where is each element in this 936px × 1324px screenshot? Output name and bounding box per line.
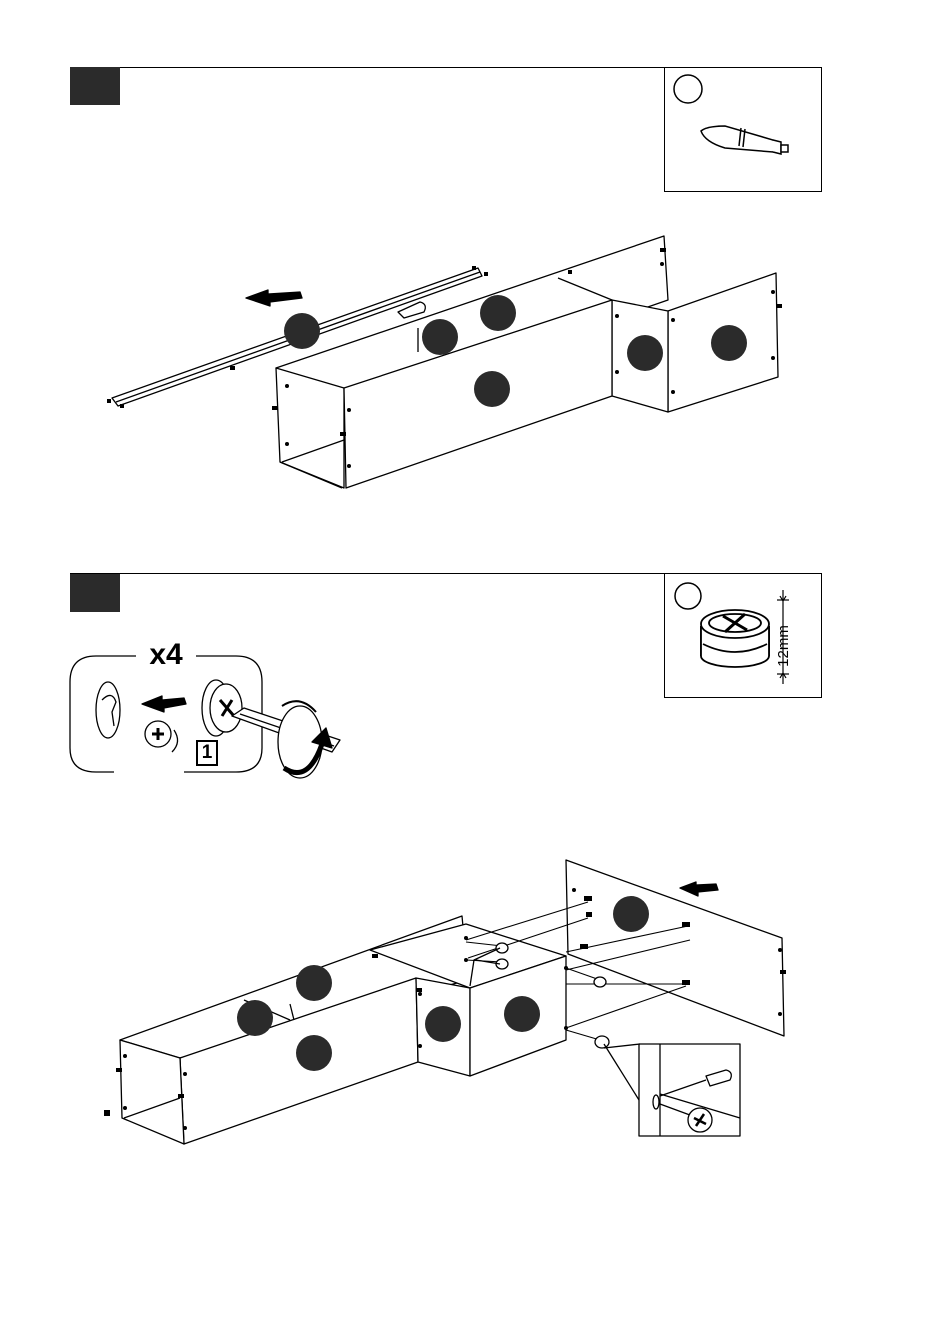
cam-lock-icon <box>202 680 242 736</box>
step-2-assembly <box>104 860 786 1144</box>
step-1-assembly <box>107 236 782 488</box>
part-number-label: 1 <box>196 740 218 766</box>
push-arrow-icon <box>246 290 302 306</box>
quantity-multiplier: x4 <box>136 638 196 672</box>
